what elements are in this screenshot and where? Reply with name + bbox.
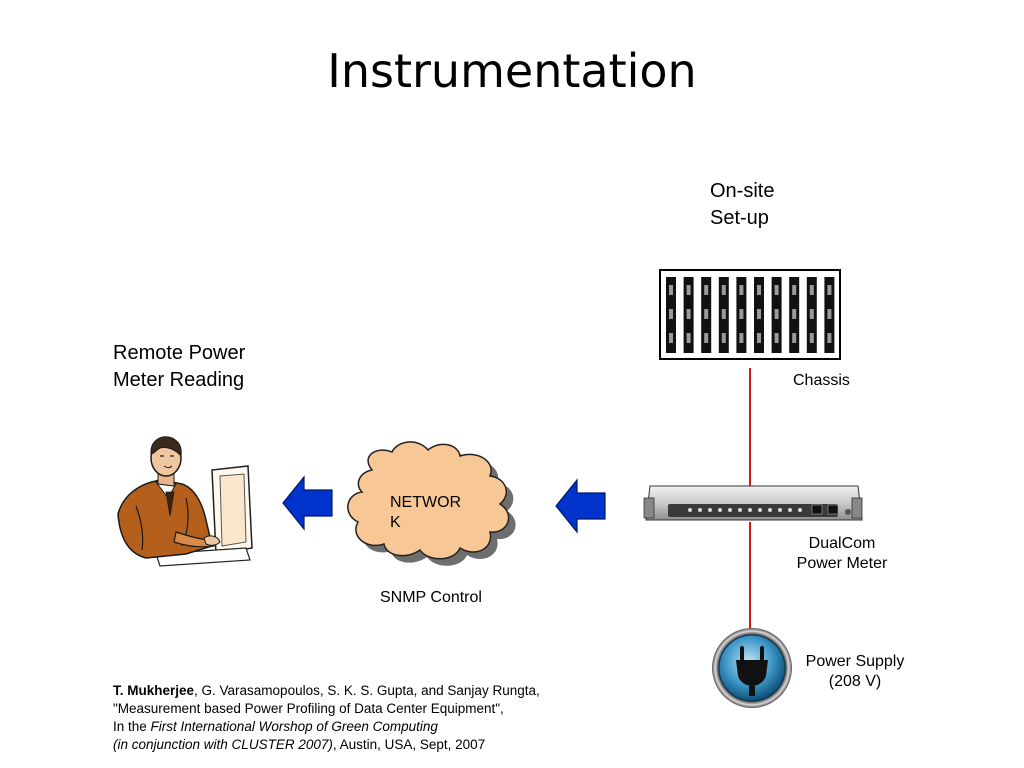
network-line-1: NETWOR xyxy=(390,494,462,511)
citation-lead-author: T. Mukherjee xyxy=(113,683,195,698)
citation-in-the: In the xyxy=(113,719,151,734)
network-label: NETWOR K xyxy=(390,493,461,533)
power-meter-device-icon xyxy=(643,485,863,521)
power-supply-line-1: Power Supply xyxy=(805,653,905,670)
meter-outlet xyxy=(778,508,782,512)
chassis-icon xyxy=(659,269,841,360)
meter-outlet xyxy=(788,508,792,512)
chassis-label: Chassis xyxy=(793,372,850,389)
blade-bay xyxy=(774,285,779,295)
blade-bay xyxy=(827,285,832,295)
dualcom-line-1: DualCom xyxy=(808,535,876,552)
blade-bay xyxy=(739,333,744,343)
citation-coauthors: , G. Varasamopoulos, S. K. S. Gupta, and… xyxy=(194,683,540,698)
arrow-to-remote-icon xyxy=(282,475,333,531)
blade-bay xyxy=(774,309,779,319)
power-supply-line-2: (208 V) xyxy=(828,673,882,690)
blade-bay xyxy=(792,309,797,319)
blade-bay xyxy=(792,333,797,343)
blade-bay xyxy=(827,333,832,343)
blade-bay xyxy=(827,309,832,319)
blade-bay xyxy=(721,285,726,295)
blade-bay xyxy=(704,285,709,295)
blade-bay xyxy=(721,309,726,319)
network-line-2: K xyxy=(390,514,401,531)
slide-title: Instrumentation xyxy=(327,44,697,98)
citation-authors: T. Mukherjee, G. Varasamopoulos, S. K. S… xyxy=(113,682,540,700)
meter-outlet xyxy=(688,508,692,512)
blade-bay xyxy=(757,285,761,295)
blade-bay xyxy=(686,333,691,343)
dualcom-line-2: Power Meter xyxy=(796,555,888,572)
citation-location-line: (in conjunction with CLUSTER 2007), Aust… xyxy=(113,736,540,754)
network-cloud-icon xyxy=(347,441,516,566)
meter-outlet xyxy=(718,508,722,512)
onsite-line-1: On-site xyxy=(710,180,775,202)
citation: T. Mukherjee, G. Varasamopoulos, S. K. S… xyxy=(113,682,540,754)
blade-bay xyxy=(739,285,744,295)
blade-bay xyxy=(669,333,673,343)
blade-bay xyxy=(757,309,761,319)
meter-outlet xyxy=(798,508,802,512)
remote-line-1: Remote Power xyxy=(113,342,246,364)
power-supply-label: Power Supply (208 V) xyxy=(795,652,915,692)
blade-bay xyxy=(809,309,814,319)
blade-bay xyxy=(669,309,673,319)
blade-bay xyxy=(704,333,709,343)
blade-bay xyxy=(686,285,691,295)
arrow-to-network-icon xyxy=(555,478,606,534)
blade-bay xyxy=(669,285,673,295)
citation-venue-line: In the First International Worshop of Gr… xyxy=(113,718,540,736)
citation-conjunction: (in conjunction with CLUSTER 2007) xyxy=(113,737,333,752)
meter-outlet xyxy=(768,508,772,512)
onsite-setup-label: On-site Set-up xyxy=(710,178,774,232)
meter-outlet xyxy=(738,508,742,512)
meter-outlet xyxy=(698,508,702,512)
meter-outlet xyxy=(758,508,762,512)
blade-bay xyxy=(721,333,726,343)
meter-outlet xyxy=(728,508,732,512)
blade-bay xyxy=(757,333,761,343)
blade-bay xyxy=(809,333,814,343)
meter-outlet xyxy=(748,508,752,512)
blade-bay xyxy=(686,309,691,319)
snmp-control-label: SNMP Control xyxy=(380,589,482,606)
onsite-line-2: Set-up xyxy=(710,207,769,229)
citation-location: , Austin, USA, Sept, 2007 xyxy=(332,737,486,752)
remote-line-2: Meter Reading xyxy=(113,369,245,391)
blade-bay xyxy=(774,333,779,343)
meter-outlet xyxy=(708,508,712,512)
blade-bay xyxy=(809,285,814,295)
dualcom-label: DualCom Power Meter xyxy=(782,534,902,574)
blade-bay xyxy=(739,309,744,319)
citation-venue: First International Worshop of Green Com… xyxy=(150,719,438,734)
blade-bay xyxy=(704,309,709,319)
power-plug-icon xyxy=(712,628,792,708)
remote-reading-label: Remote Power Meter Reading xyxy=(113,340,245,394)
person-at-computer-icon xyxy=(117,436,253,567)
citation-paper-title: "Measurement based Power Profiling of Da… xyxy=(113,701,504,716)
blade-bay xyxy=(792,285,797,295)
